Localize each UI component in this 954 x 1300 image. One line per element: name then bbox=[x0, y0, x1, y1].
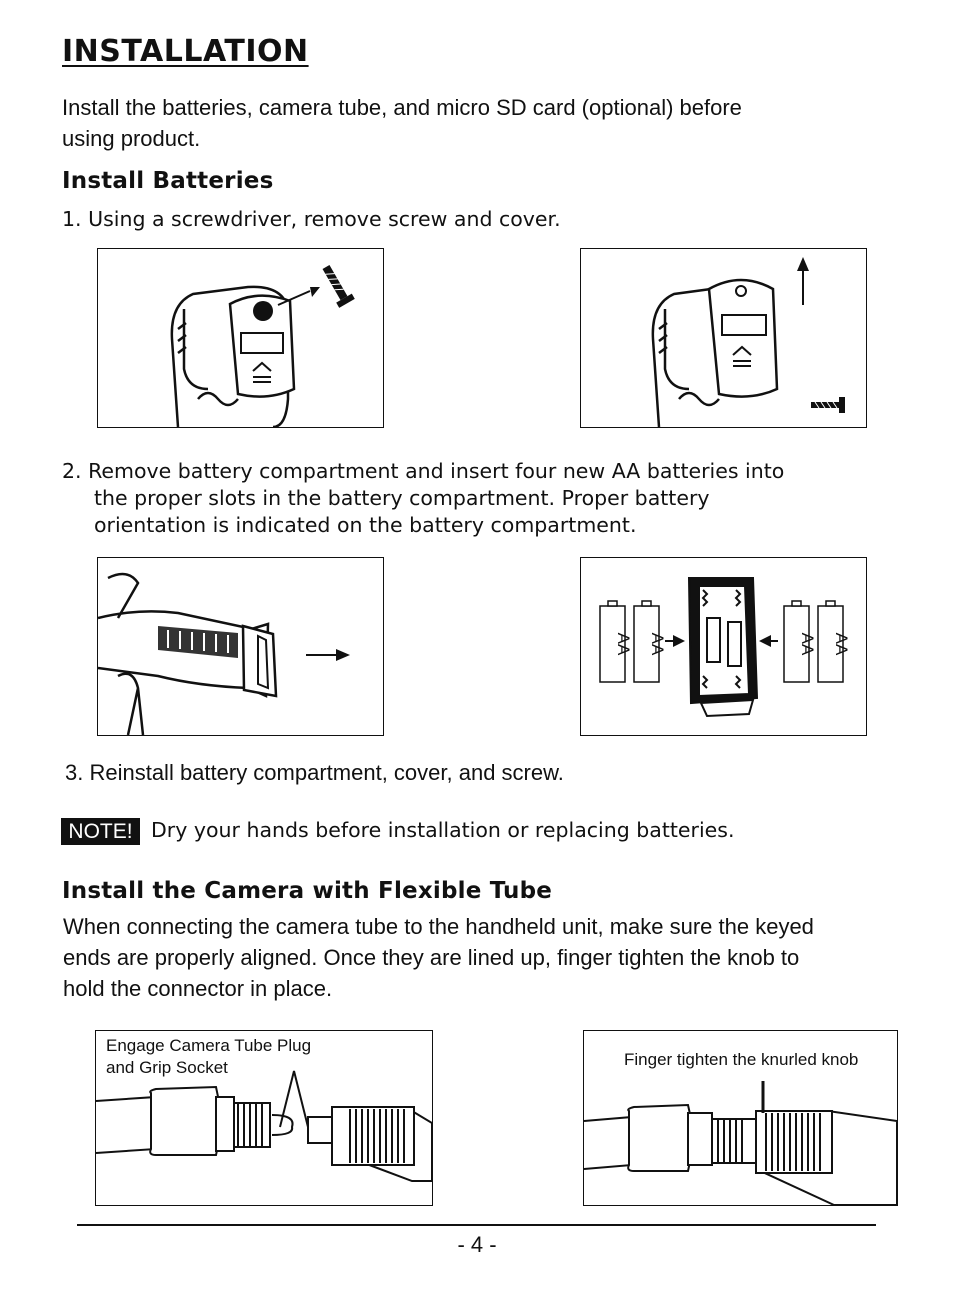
battery-label-3: AA bbox=[798, 633, 817, 656]
handle-cover-illustration bbox=[651, 257, 845, 427]
battery-label-4: AA bbox=[832, 633, 851, 656]
figure-battery-insertion: AA AA AA AA bbox=[580, 557, 867, 736]
callout-tighten: Finger tighten the knurled knob bbox=[624, 1050, 859, 1069]
install-batteries-heading: Install Batteries bbox=[62, 168, 274, 194]
callout-engage-line-1: Engage Camera Tube Plug bbox=[106, 1036, 312, 1055]
figure-engage-plug: Engage Camera Tube Plug and Grip Socket bbox=[95, 1030, 433, 1206]
camera-text-line-1: When connecting the camera tube to the h… bbox=[63, 914, 814, 939]
battery-label-1: AA bbox=[614, 633, 633, 656]
page-number: - 4 - bbox=[457, 1232, 497, 1257]
tube-knob-illustration bbox=[584, 1081, 897, 1205]
callout-engage-line-2: and Grip Socket bbox=[106, 1058, 228, 1077]
figure-pull-compartment bbox=[97, 557, 384, 736]
battery-compartment-illustration: AA AA AA AA bbox=[599, 577, 851, 718]
page-title: INSTALLATION bbox=[62, 34, 309, 69]
install-camera-heading: Install the Camera with Flexible Tube bbox=[62, 878, 553, 904]
note-badge: NOTE! bbox=[61, 818, 140, 845]
battery-step-3: 3. Reinstall battery compartment, cover,… bbox=[65, 760, 564, 785]
intro-text: Install the batteries, camera tube, and … bbox=[62, 95, 742, 151]
figure-remove-screw bbox=[97, 248, 384, 428]
battery-label-2: AA bbox=[648, 633, 667, 656]
figure-cover-removed bbox=[580, 248, 867, 428]
battery-step-1: 1. Using a screwdriver, remove screw and… bbox=[62, 207, 561, 231]
figure-tighten-knob: Finger tighten the knurled knob bbox=[583, 1030, 898, 1206]
battery-step-2-line-1: 2. Remove battery compartment and insert… bbox=[62, 459, 785, 483]
battery-step-2-line-2: the proper slots in the battery compartm… bbox=[94, 486, 710, 510]
footer-divider bbox=[77, 1224, 876, 1226]
note-text: Dry your hands before installation or re… bbox=[151, 818, 735, 842]
handle-screw-illustration bbox=[170, 265, 355, 427]
tube-plug-illustration bbox=[96, 1070, 432, 1182]
handle-compartment-illustration bbox=[98, 572, 350, 735]
camera-text-line-2: ends are properly aligned. Once they are… bbox=[63, 945, 800, 970]
camera-text-line-3: hold the connector in place. bbox=[63, 976, 333, 1001]
battery-step-2-line-3: orientation is indicated on the battery … bbox=[94, 513, 637, 537]
